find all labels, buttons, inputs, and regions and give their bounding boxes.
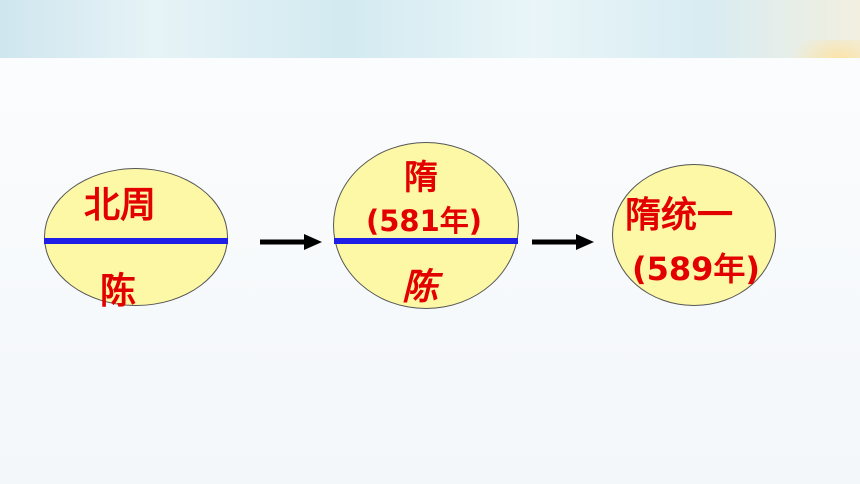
stage2-circle — [333, 142, 519, 309]
stage2-top-label: 隋 — [404, 158, 438, 198]
stage1-top-label: 北周 — [84, 185, 157, 226]
stage2-divider — [334, 238, 518, 244]
stage1-bottom-label: 陈 — [100, 271, 137, 312]
stage1-circle — [44, 168, 228, 306]
header-banner — [0, 0, 860, 90]
stage2-year-label: (581年) — [366, 204, 483, 238]
stage3-circle — [612, 164, 776, 306]
stage3-line2-label: (589年) — [632, 250, 761, 288]
arrow-icon — [532, 234, 594, 250]
stage1-divider — [44, 238, 228, 244]
arrow-icon — [260, 234, 322, 250]
stage2-bottom-label: 陈 — [402, 267, 439, 308]
stage3-line1-label: 隋统一 — [625, 195, 734, 236]
